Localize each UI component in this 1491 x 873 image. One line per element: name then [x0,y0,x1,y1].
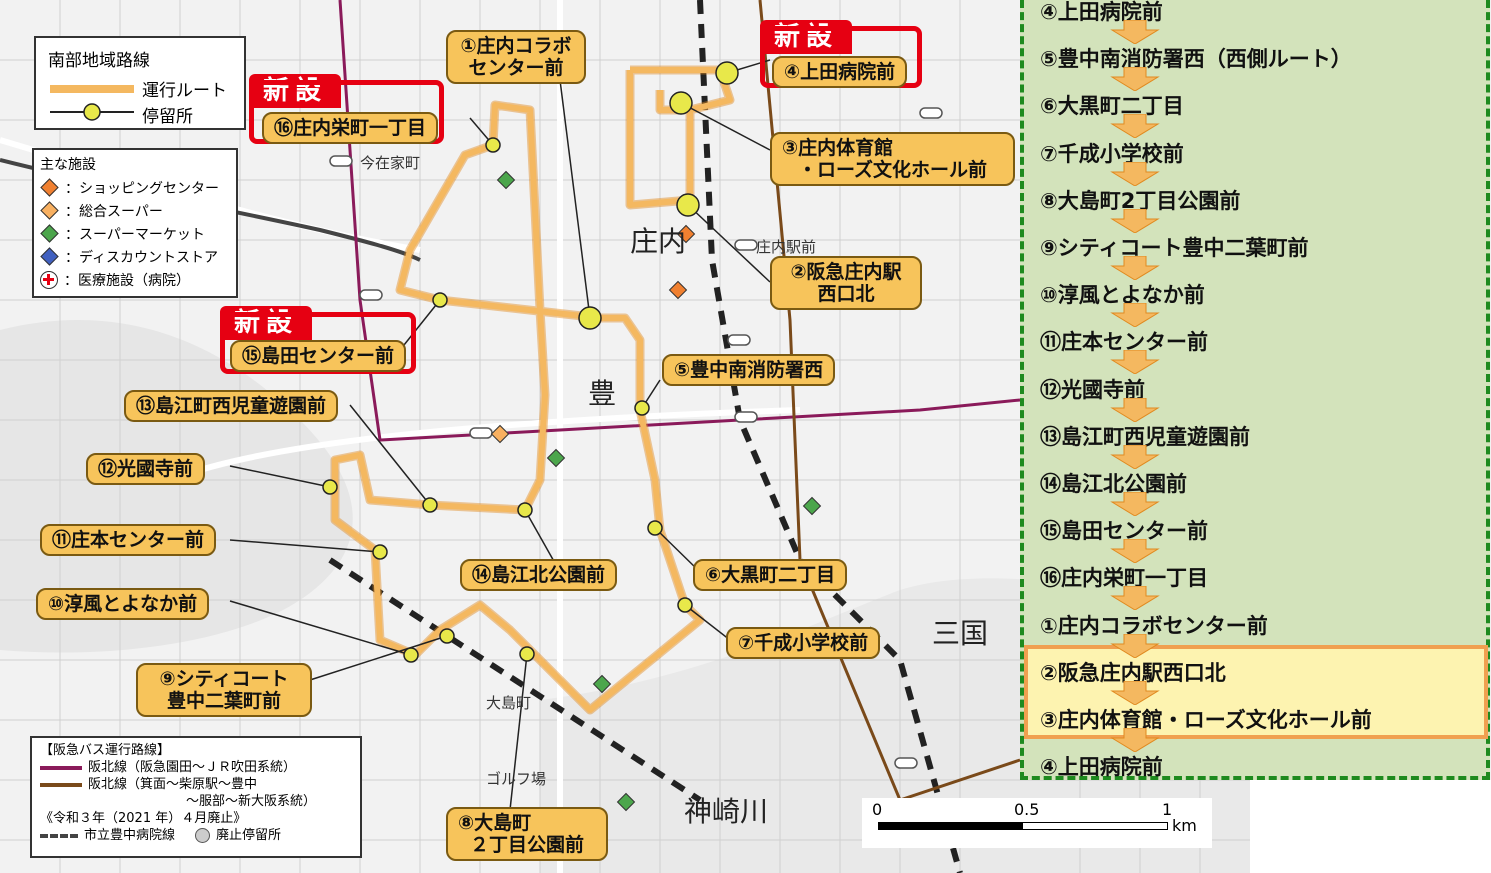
light-orange-diamond-icon [40,201,59,220]
stop-label-16[interactable]: ⑯庄内栄町一丁目 [262,112,439,144]
facility-row: ：ショッピングセンター [40,176,230,199]
scale-bar: 0 0.5 1 km [862,798,1212,848]
route-order-item: ⑨シティコート豊中二葉町前 [1040,236,1309,260]
facilities-legend: 主な施設 ：ショッピングセンター ：総合スーパー ：スーパーマーケット ：ディス… [32,148,238,298]
abolished-stop-label: 廃止停留所 [216,828,282,843]
hankyu-line3-label: 市立豊中病院線 [84,828,176,843]
map-label-kanzaki: 神崎川 [684,795,769,828]
blue-diamond-icon [40,247,59,266]
down-arrow-icon [1110,444,1160,469]
hankyu-bus-legend: 【阪急バス運行路線】 阪北線（阪急園田～ＪＲ吹田系統） 阪北線（箕面～柴原駅～豊… [30,736,362,858]
route-order-item: ⑩淳風とよなか前 [1040,283,1205,308]
route-order-item: ⑭島江北公園前 [1040,472,1187,496]
route-swatch [50,85,134,93]
stop-label-9[interactable]: ⑨シティコート 豊中二葉町前 [136,663,312,717]
brown-line-swatch [40,782,82,787]
purple-line-swatch [40,765,82,770]
route-highlight-box [1024,645,1488,739]
stop-label-10[interactable]: ⑩淳風とよなか前 [36,588,210,620]
scale-tick-05: 0.5 [1014,800,1040,819]
hospital-cross-icon [40,270,58,289]
facility-label: ：ショッピングセンター [65,180,219,197]
hankyu-line2-cont: ～服部～新大阪系統） [186,794,317,809]
down-arrow-icon [1110,728,1160,752]
scale-unit: km [1172,816,1197,835]
down-arrow-icon [1110,680,1160,705]
down-arrow-icon [1110,256,1160,280]
facility-label: ：スーパーマーケット [65,226,205,243]
scale-tick-0: 0 [872,800,883,819]
stop-label-12[interactable]: ⑫光國寺前 [86,453,206,485]
stop-label-2[interactable]: ②阪急庄内駅 西口北 [770,256,922,310]
route-order-item: ③庄内体育館・ローズ文化ホール前 [1040,708,1372,732]
route-order-item: ⑤豊中南消防署西（西側ルート） [1040,47,1352,72]
railway [697,0,963,873]
stop-label-7[interactable]: ⑦千成小学校前 [726,627,881,659]
dashed-line-swatch [40,833,78,838]
down-arrow-icon [1110,539,1160,564]
stop-label-14[interactable]: ⑭島江北公園前 [460,559,618,591]
down-arrow-icon [1110,586,1160,611]
facility-row: ：ディスカウントストア [40,245,230,268]
facility-label: ：ディスカウントストア [65,249,219,266]
stop-label-8[interactable]: ⑧大島町 ２丁目公園前 [446,807,608,861]
stop-label-3[interactable]: ③庄内体育館 ・ローズ文化ホール前 [770,132,1015,186]
railway [328,557,702,803]
stop-label-5[interactable]: ⑤豊中南消防署西 [662,354,836,386]
legend-route-label: 運行ルート [142,81,227,101]
route-order-item: ⑥大黒町二丁目 [1040,94,1184,119]
abolished-stop-icon [195,828,211,843]
facility-row: ：総合スーパー [40,199,230,222]
hankyu-line1-label: 阪北線（阪急園田～ＪＲ吹田系統） [88,760,297,775]
route-order-item: ⑦千成小学校前 [1040,141,1184,166]
stop-label-1[interactable]: ①庄内コラボ センター前 [446,30,586,84]
route-order-item: ④上田病院前 [1040,755,1163,780]
map-label-shonai: 庄内 [630,225,687,258]
down-arrow-icon [1110,114,1160,139]
down-arrow-icon [1110,633,1160,658]
down-arrow-icon [1110,303,1160,328]
stop-label-6[interactable]: ⑥大黒町二丁目 [693,559,848,591]
down-arrow-icon [1110,492,1160,516]
map-label-golf: ゴルフ場 [486,770,547,788]
down-arrow-icon [1110,397,1160,422]
down-arrow-icon [1110,350,1160,375]
down-arrow-icon [1110,161,1160,186]
hankyu-legend-title: 【阪急バス運行路線】 [40,743,171,758]
down-arrow-icon [1110,20,1160,44]
map-label-toyo: 豊 [588,377,617,410]
stop-swatch [50,103,134,121]
stop-label-13[interactable]: ⑬島江町西児童遊園前 [124,390,339,422]
green-diamond-icon [40,224,59,243]
abolished-note: 《令和３年（2021 年）４月廃止》 [40,811,247,826]
down-arrow-icon [1110,208,1160,233]
scale-tick-1: 1 [1162,800,1173,819]
map-label-oshima: 大島町 [486,694,532,712]
down-arrow-icon [1110,67,1160,92]
orange-diamond-icon [40,178,59,197]
legend-title: 南部地域路線 [48,51,150,71]
hankyu-line2-label: 阪北線（箕面～柴原駅～豊中 [88,777,258,792]
facility-label: ：医療施設（病院） [64,272,190,289]
map-label-imazaike: 今在家町 [360,154,421,172]
map-label-shonai-ekimae: 庄内駅前 [756,238,817,256]
stop-label-11[interactable]: ⑪庄本センター前 [40,524,217,556]
map-legend: 南部地域路線 運行ルート 停留所 [34,36,246,130]
map-label-sankoku: 三国 [932,617,989,650]
facility-row: ：スーパーマーケット [40,222,230,245]
facility-label: ：総合スーパー [65,203,163,220]
scale-bar-outline [878,822,1168,830]
legend-stop-label: 停留所 [142,107,193,127]
facilities-title: 主な施設 [40,157,96,173]
facility-row: ：医療施設（病院） [40,268,230,291]
stop-label-4[interactable]: ④上田病院前 [772,56,908,88]
stop-label-15[interactable]: ⑮島田センター前 [230,340,407,372]
route-order-item: ①庄内コラボセンター前 [1040,613,1268,638]
